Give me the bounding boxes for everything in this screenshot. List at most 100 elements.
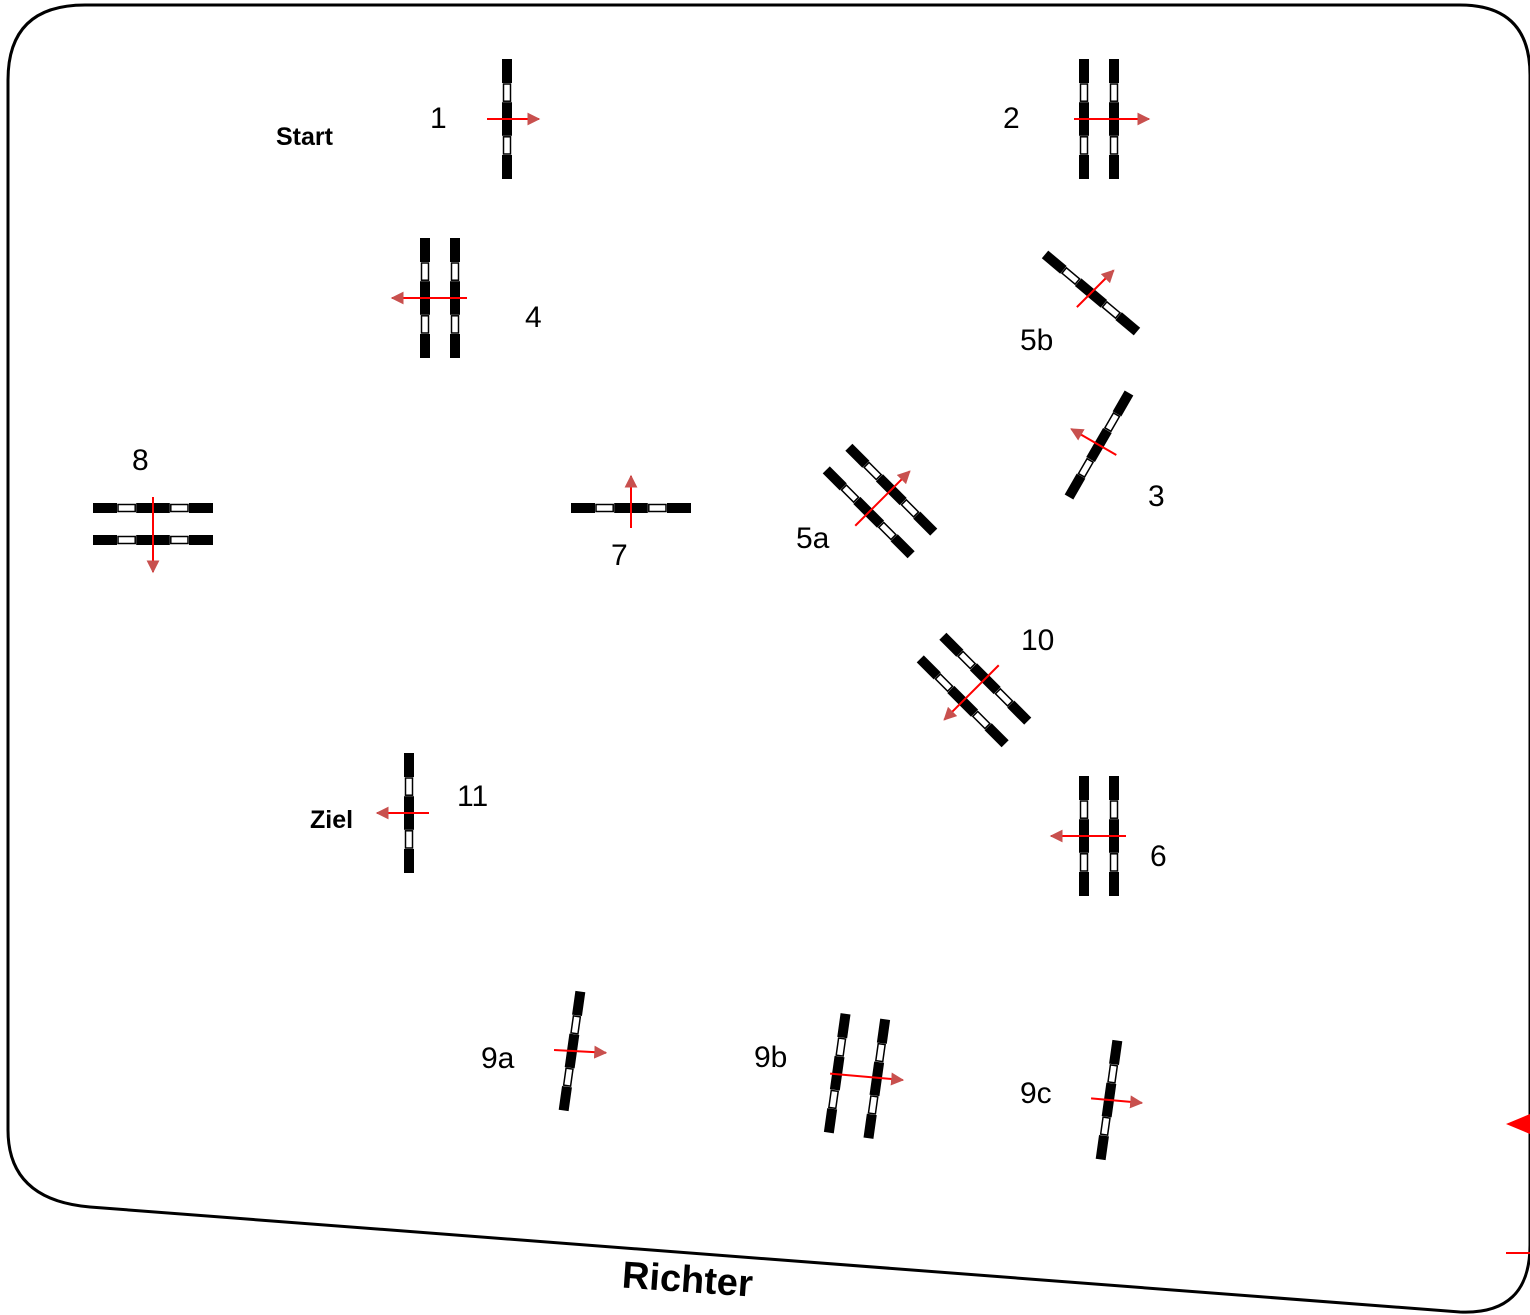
obstacle-label-2: 2 [1003,102,1020,135]
pole-dark-segment [404,753,414,777]
obstacle-8 [93,497,213,574]
pole-light-segment [117,503,136,513]
obstacle-label-3: 3 [1148,480,1165,513]
obstacle-10 [916,632,1032,748]
obstacle-2 [1074,59,1151,179]
obstacle-label-11: 11 [457,780,488,813]
pole-dark-segment [572,990,586,1017]
pole-dark-segment [984,723,1009,748]
pole-dark-segment [189,503,213,513]
pole-dark-segment [822,466,847,491]
pole-dark-segment [667,503,691,513]
pole-dark-segment [1079,59,1089,83]
pole-dark-segment [1109,155,1119,179]
pole-dark-segment [1079,155,1089,179]
edge-arrow-mark [1506,1114,1530,1134]
pole-dark-segment [1079,872,1089,896]
pole-light-segment [404,830,414,849]
pole-light-segment [502,136,512,155]
pole-light-segment [170,535,189,545]
pole-dark-segment [1007,700,1032,725]
direction-arrow [830,1072,905,1086]
obstacle-label-9c: 9c [1020,1077,1052,1110]
pole-light-segment [971,710,991,730]
pole-light-segment [1109,853,1119,872]
direction-arrow [1076,269,1115,308]
pole-light-segment [450,315,460,334]
obstacle-11 [375,753,429,873]
pole-light-segment [1077,457,1095,479]
pole-dark-segment [1095,1134,1109,1161]
pole-light-segment [934,673,954,693]
obstacle-label-9a: 9a [481,1042,515,1075]
pole-dark-segment [829,1055,845,1091]
pole-dark-segment [1112,390,1134,417]
obstacle-5b [1041,250,1141,336]
obstacle-9b [823,1013,905,1139]
start-label: Start [276,123,334,151]
pole-light-segment [874,1042,886,1063]
obstacle-3 [1064,390,1134,500]
obstacle-label-7: 7 [611,539,628,572]
pole-light-segment [1079,853,1089,872]
obstacle-label-6: 6 [1150,840,1167,873]
pole-light-segment [570,1015,582,1035]
obstacle-6 [1049,776,1126,896]
pole-dark-segment [913,511,938,536]
pole-light-segment [828,1089,840,1110]
obstacle-5a [822,443,938,559]
pole-light-segment [450,262,460,281]
pole-light-segment [1060,266,1081,286]
pole-light-segment [1109,800,1119,819]
pole-light-segment [1109,83,1119,102]
obstacle-9a [553,990,608,1112]
pole-dark-segment [1079,776,1089,800]
pole-light-segment [1079,83,1089,102]
pole-dark-segment [93,503,117,513]
pole-dark-segment [863,1113,877,1139]
pole-dark-segment [845,443,870,468]
pole-dark-segment [502,59,512,83]
pole-dark-segment [1109,872,1119,896]
pole-light-segment [1107,1064,1119,1084]
pole-dark-segment [1115,312,1141,336]
pole-light-segment [502,83,512,102]
direction-arrow [854,470,911,527]
pole-dark-segment [939,632,964,657]
obstacle-label-10: 10 [1021,624,1054,657]
pole-light-segment [117,535,136,545]
pole-dark-segment [502,155,512,179]
obstacle-label-9b: 9b [754,1041,787,1074]
pole-dark-segment [1064,473,1086,500]
pole-dark-segment [1109,59,1119,83]
pole [863,1018,891,1139]
pole-light-segment [1079,800,1089,819]
pole-light-segment [1079,136,1089,155]
pole-dark-segment [890,534,915,559]
pole-light-segment [877,521,897,541]
pole-light-segment [1103,411,1121,433]
pole-dark-segment [558,1085,572,1112]
pole [558,990,586,1112]
pole-light-segment [595,503,614,513]
pole-light-segment [420,262,430,281]
pole-dark-segment [1041,250,1067,274]
obstacle-label-4: 4 [525,301,542,334]
pole-light-segment [957,650,977,670]
obstacle-1 [487,59,541,179]
pole-dark-segment [450,238,460,262]
obstacles-layer [93,59,1151,1161]
pole-dark-segment [450,334,460,358]
obstacle-9c [1090,1039,1144,1161]
pole-dark-segment [93,535,117,545]
obstacle-label-8: 8 [132,444,149,477]
pole-light-segment [867,1095,879,1115]
pole-dark-segment [1109,1039,1123,1066]
pole-light-segment [404,777,414,796]
direction-arrow [943,664,1000,721]
pole-dark-segment [837,1013,851,1039]
direction-arrow [553,1045,608,1059]
pole-light-segment [994,687,1014,707]
pole-light-segment [900,498,920,518]
